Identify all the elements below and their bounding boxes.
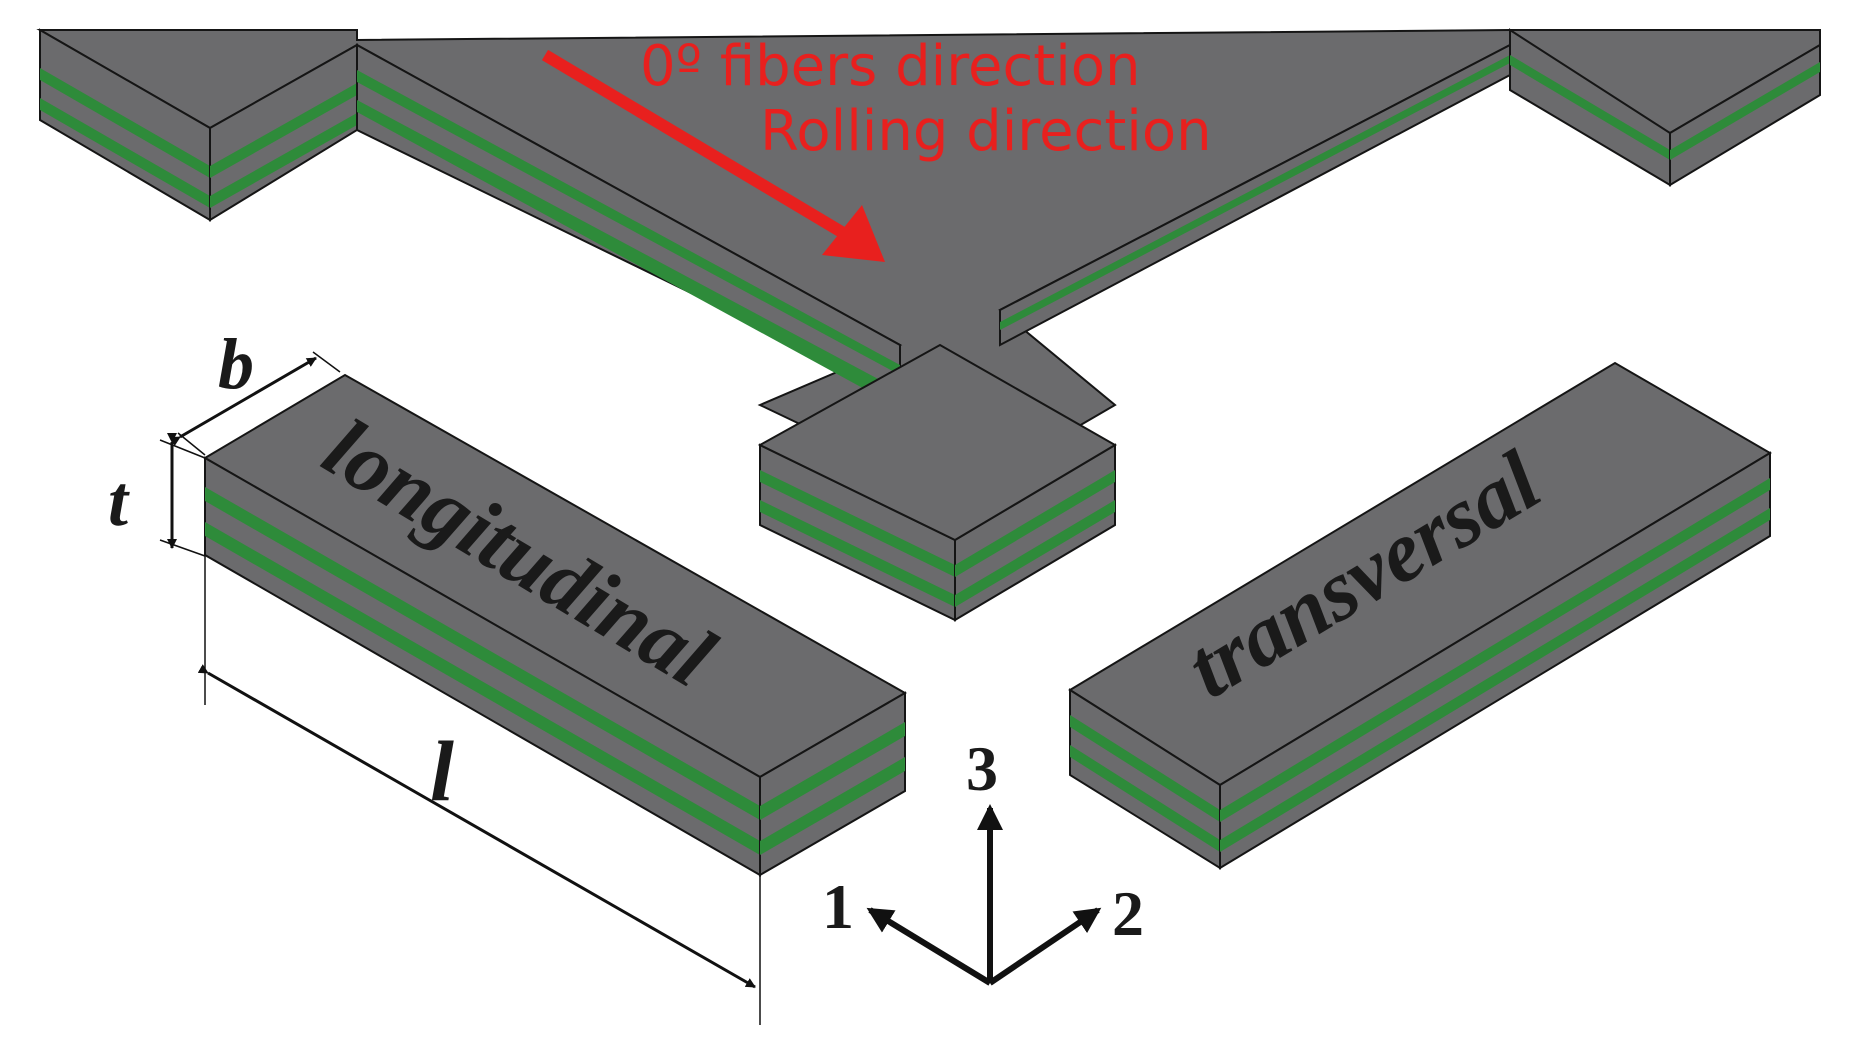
fiber-direction-arrowhead xyxy=(822,205,885,262)
dimension-l-label: l xyxy=(430,723,454,819)
axis-1-label: 1 xyxy=(822,871,854,942)
fiber-direction-label: 0º fibers direction xyxy=(640,34,1141,99)
plate-tab xyxy=(757,343,1117,622)
dimension-t-label: t xyxy=(108,461,130,541)
dimension-l: l xyxy=(197,555,761,1025)
axis-2-arrow xyxy=(988,907,1102,986)
fiber-direction-arrow xyxy=(541,49,859,246)
laminate-plate xyxy=(36,28,1821,622)
axis-1-arrow xyxy=(866,907,992,986)
dimension-b: b xyxy=(169,324,341,456)
plate-right-edge xyxy=(999,28,1821,347)
fiber-direction-annotation: 0º fibers direction Rolling direction xyxy=(541,34,1212,262)
rolling-direction-label: Rolling direction xyxy=(760,99,1212,164)
plate-left-edge xyxy=(39,28,901,397)
transversal-specimen: transversal xyxy=(1068,361,1772,870)
axis-2-label: 2 xyxy=(1112,878,1144,949)
axis-3-label: 3 xyxy=(966,733,998,804)
dimension-t: t xyxy=(108,433,206,557)
dimension-b-label: b xyxy=(218,324,254,404)
coordinate-axes: 3 1 2 xyxy=(822,733,1144,986)
